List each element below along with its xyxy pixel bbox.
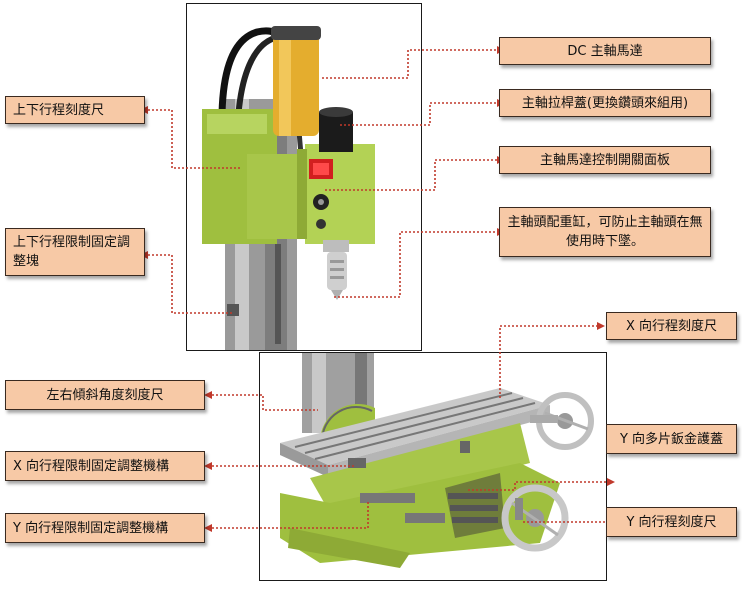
callout-drawbar-cap: 主軸拉桿蓋(更換鑽頭來組用) [499, 89, 711, 117]
table-base-photo [259, 352, 607, 581]
callout-x-limit: X 向行程限制固定調整機構 [5, 451, 205, 481]
callout-y-guard: Y 向多片鈑金護蓋 [606, 424, 737, 454]
callout-dc-motor: DC 主軸馬達 [499, 37, 711, 65]
callout-z-limit-label: 上下行程限制固定調整塊 [13, 235, 131, 269]
callout-control-panel: 主軸馬達控制開關面板 [499, 146, 711, 174]
callout-z-scale: 上下行程刻度尺 [5, 96, 145, 124]
callout-counterweight-label: 主軸頭配重缸，可防止主軸頭在無使用時下墜。 [507, 215, 703, 249]
callout-dc-motor-label: DC 主軸馬達 [567, 43, 643, 59]
callout-tilt-scale: 左右傾斜角度刻度尺 [5, 380, 205, 410]
callout-x-scale-label: X 向行程刻度尺 [625, 318, 718, 334]
callout-counterweight: 主軸頭配重缸，可防止主軸頭在無使用時下墜。 [499, 207, 711, 257]
callout-z-scale-label: 上下行程刻度尺 [13, 102, 105, 118]
callout-x-limit-label: X 向行程限制固定調整機構 [13, 458, 170, 474]
callout-drawbar-cap-label: 主軸拉桿蓋(更換鑽頭來組用) [521, 95, 689, 111]
callout-control-panel-label: 主軸馬達控制開關面板 [539, 152, 670, 168]
spindle-head-photo [186, 3, 422, 351]
callout-tilt-scale-label: 左右傾斜角度刻度尺 [46, 387, 164, 403]
callout-y-limit-label: Y 向行程限制固定調整機構 [13, 520, 169, 536]
callout-y-limit: Y 向行程限制固定調整機構 [5, 513, 205, 543]
callout-y-guard-label: Y 向多片鈑金護蓋 [619, 431, 724, 447]
callout-z-limit: 上下行程限制固定調整塊 [5, 228, 145, 276]
callout-y-scale: Y 向行程刻度尺 [606, 507, 737, 537]
callout-x-scale: X 向行程刻度尺 [606, 312, 737, 340]
callout-y-scale-label: Y 向行程刻度尺 [626, 514, 717, 530]
